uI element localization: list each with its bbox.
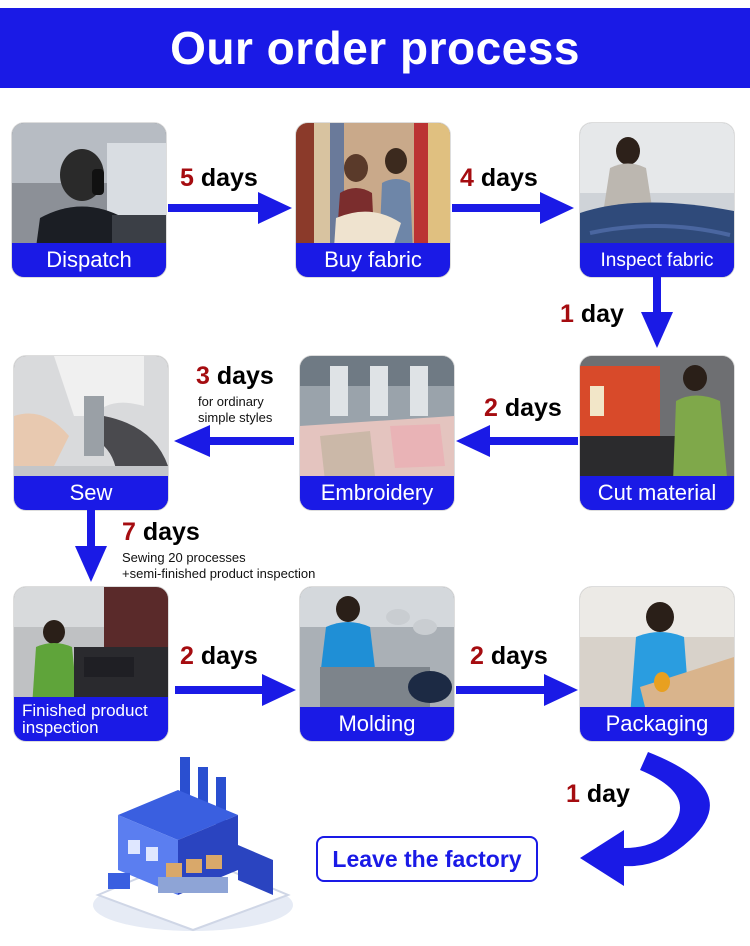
step-label: Finished product inspection: [14, 697, 168, 741]
step-packaging: Packaging: [580, 587, 734, 741]
duration-number: 1: [560, 300, 574, 328]
dispatch-photo: [12, 123, 166, 277]
duration-unit: days: [497, 394, 562, 422]
arrow-right: [452, 204, 546, 212]
step-label: Embroidery: [300, 476, 454, 510]
step-finished-product-inspection: Finished product inspection: [14, 587, 168, 741]
duration-dispatch-to-buy: 5 days: [180, 164, 258, 193]
factory-illustration-icon: [93, 757, 293, 932]
arrow-right: [258, 192, 292, 224]
arrow-left: [456, 425, 490, 457]
arrow-curved: [580, 752, 710, 886]
leave-the-factory-label: Leave the factory: [332, 845, 522, 872]
step-label: Dispatch: [12, 243, 166, 277]
arrow-down: [641, 312, 673, 348]
duration-buy-to-inspect: 4 days: [460, 164, 538, 193]
step-buy-fabric: Buy fabric: [296, 123, 450, 277]
title-banner: Our order process: [0, 8, 750, 88]
arrow-down: [653, 277, 661, 317]
duration-unit: days: [483, 642, 548, 670]
arrow-left: [206, 437, 294, 445]
step-label: Inspect fabric: [580, 243, 734, 277]
step-dispatch: Dispatch: [12, 123, 166, 277]
arrow-right: [540, 192, 574, 224]
step-label: Sew: [14, 476, 168, 510]
step-label-line2: inspection: [22, 718, 99, 737]
duration-number: 7: [122, 518, 136, 546]
duration-packaging-to-leave: 1 day: [566, 780, 630, 809]
duration-unit: days: [473, 164, 538, 192]
duration-note-line: simple styles: [198, 410, 273, 425]
arrow-right: [262, 674, 296, 706]
duration-number: 2: [470, 642, 484, 670]
duration-note-line: +semi-finished product inspection: [122, 566, 316, 581]
buy-fabric-photo: [296, 123, 450, 277]
page-title: Our order process: [170, 22, 580, 74]
duration-inspect-to-cut: 1 day: [560, 300, 624, 329]
arrow-left: [486, 437, 578, 445]
duration-number: 4: [460, 164, 474, 192]
duration-unit: days: [193, 642, 258, 670]
step-embroidery: Embroidery: [300, 356, 454, 510]
step-label: Packaging: [580, 707, 734, 741]
duration-unit: days: [209, 362, 274, 390]
duration-number: 3: [196, 362, 210, 390]
duration-number: 5: [180, 164, 194, 192]
duration-sew-to-finished: 7 days: [122, 518, 200, 547]
duration-molding-to-packaging: 2 days: [470, 642, 548, 671]
step-label: Cut material: [580, 476, 734, 510]
arrow-down: [75, 546, 107, 582]
duration-note-line: Sewing 20 processes: [122, 550, 246, 565]
duration-cut-to-embroidery: 2 days: [484, 394, 562, 423]
duration-finished-to-molding: 2 days: [180, 642, 258, 671]
step-molding: Molding: [300, 587, 454, 741]
arrow-right: [175, 686, 267, 694]
duration-note: for ordinary simple styles: [198, 394, 272, 426]
arrow-right: [168, 204, 264, 212]
duration-note: Sewing 20 processes +semi-finished produ…: [122, 550, 315, 582]
duration-number: 1: [566, 780, 580, 808]
arrow-right: [456, 686, 548, 694]
duration-unit: day: [573, 300, 624, 328]
step-label-line1: Finished product: [22, 701, 148, 720]
duration-unit: days: [135, 518, 200, 546]
step-label: Molding: [300, 707, 454, 741]
step-sew: Sew: [14, 356, 168, 510]
duration-unit: days: [193, 164, 258, 192]
leave-the-factory-box: Leave the factory: [316, 836, 538, 882]
duration-unit: day: [579, 780, 630, 808]
step-inspect-fabric: Inspect fabric: [580, 123, 734, 277]
step-cut-material: Cut material: [580, 356, 734, 510]
step-label: Buy fabric: [296, 243, 450, 277]
duration-note-line: for ordinary: [198, 394, 264, 409]
arrow-down: [87, 510, 95, 552]
duration-number: 2: [180, 642, 194, 670]
arrow-right: [544, 674, 578, 706]
duration-number: 2: [484, 394, 498, 422]
arrow-left: [174, 425, 210, 457]
duration-embroidery-to-sew: 3 days: [196, 362, 274, 391]
